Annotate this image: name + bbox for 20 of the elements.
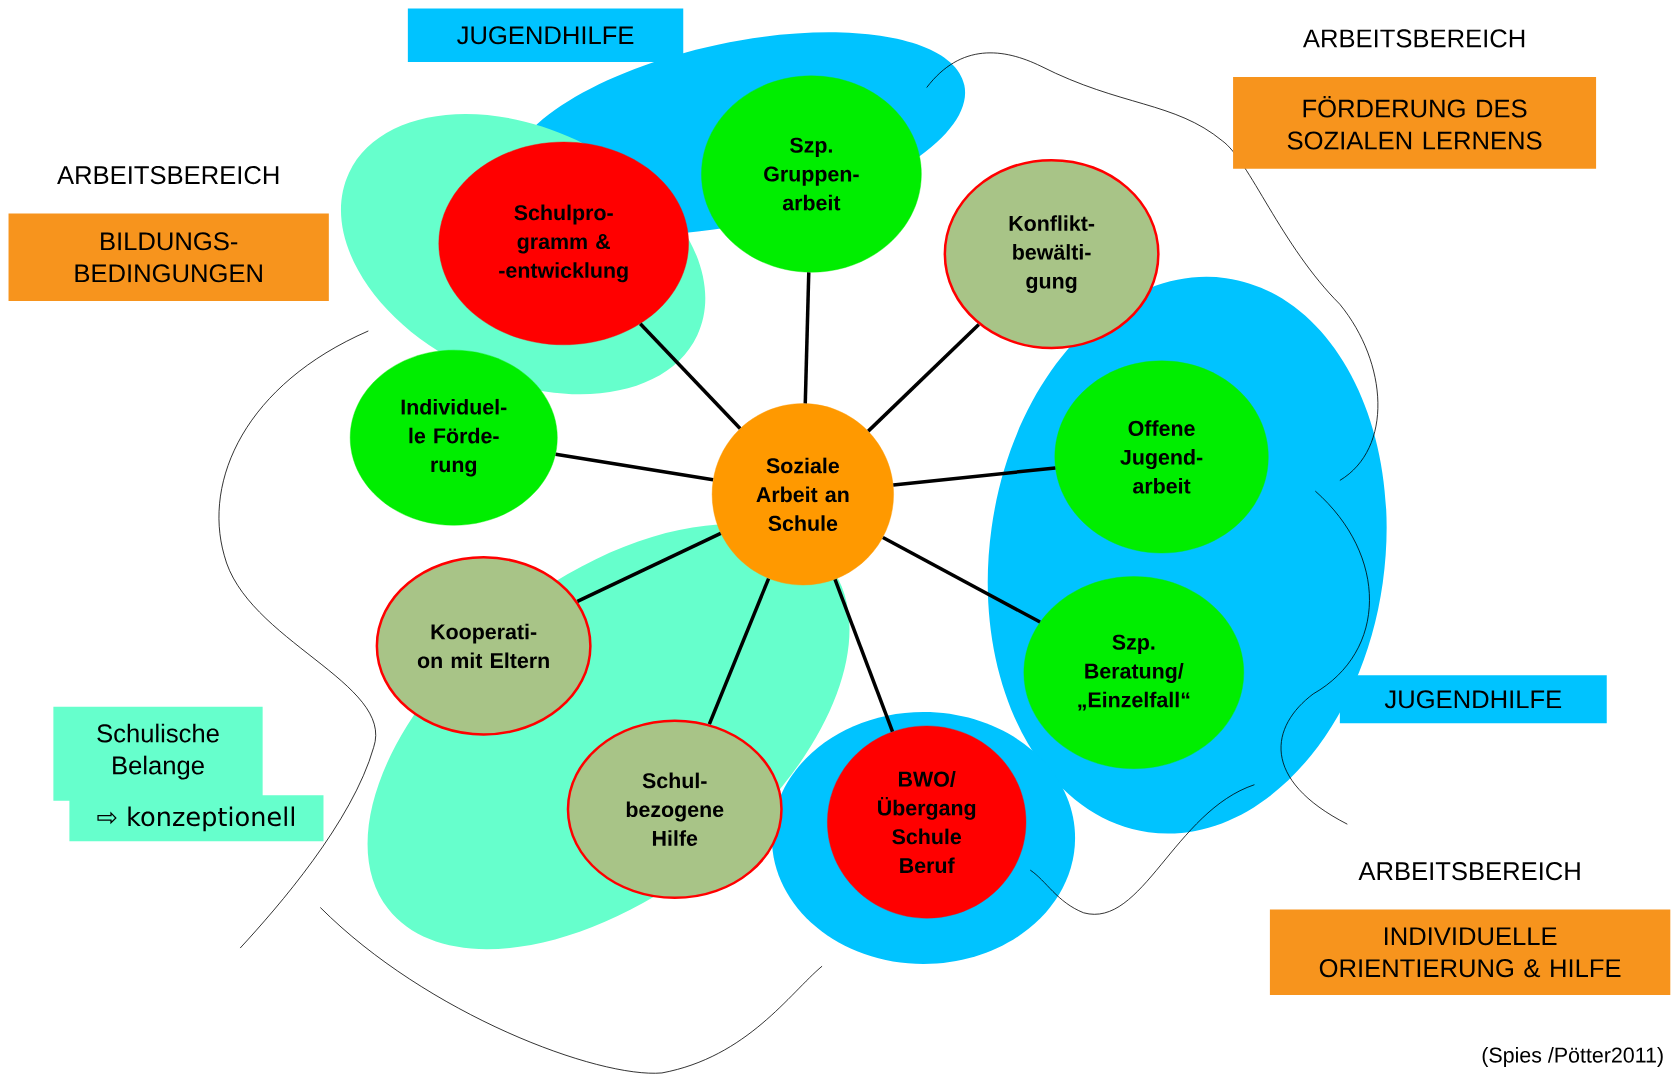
note-box: Schulische Belange ⇨ konzeptionell (53, 706, 324, 842)
connector-line (867, 323, 980, 433)
heading-text: ARBEITSBEREICH (57, 165, 279, 185)
heading-text: ARBEITSBEREICH (1358, 862, 1580, 881)
connector-line (555, 452, 714, 482)
connector-line (882, 535, 1041, 624)
heading-text: ARBEITSBEREICH (1302, 29, 1525, 48)
label-box: INDIVIDUELLE ORIENTIERUNG & HILFE (1269, 909, 1671, 995)
connector-line (576, 531, 722, 603)
connector-line (639, 322, 742, 430)
connector-line (707, 577, 771, 725)
connector-line (833, 578, 895, 733)
node-label: JUGENDHILFE (1384, 690, 1562, 709)
connector-line (803, 272, 811, 404)
label-box: JUGENDHILFE (407, 8, 684, 62)
label-box: JUGENDHILFE (1339, 675, 1607, 724)
source-note: (Spies /Pötter2011) (1482, 1046, 1663, 1067)
connector-line (893, 466, 1056, 487)
label-box: FÖRDERUNG DES SOZIALEN LERNENS (1233, 76, 1597, 169)
label-box: BILDUNGS- BEDINGUNGEN (8, 213, 329, 301)
